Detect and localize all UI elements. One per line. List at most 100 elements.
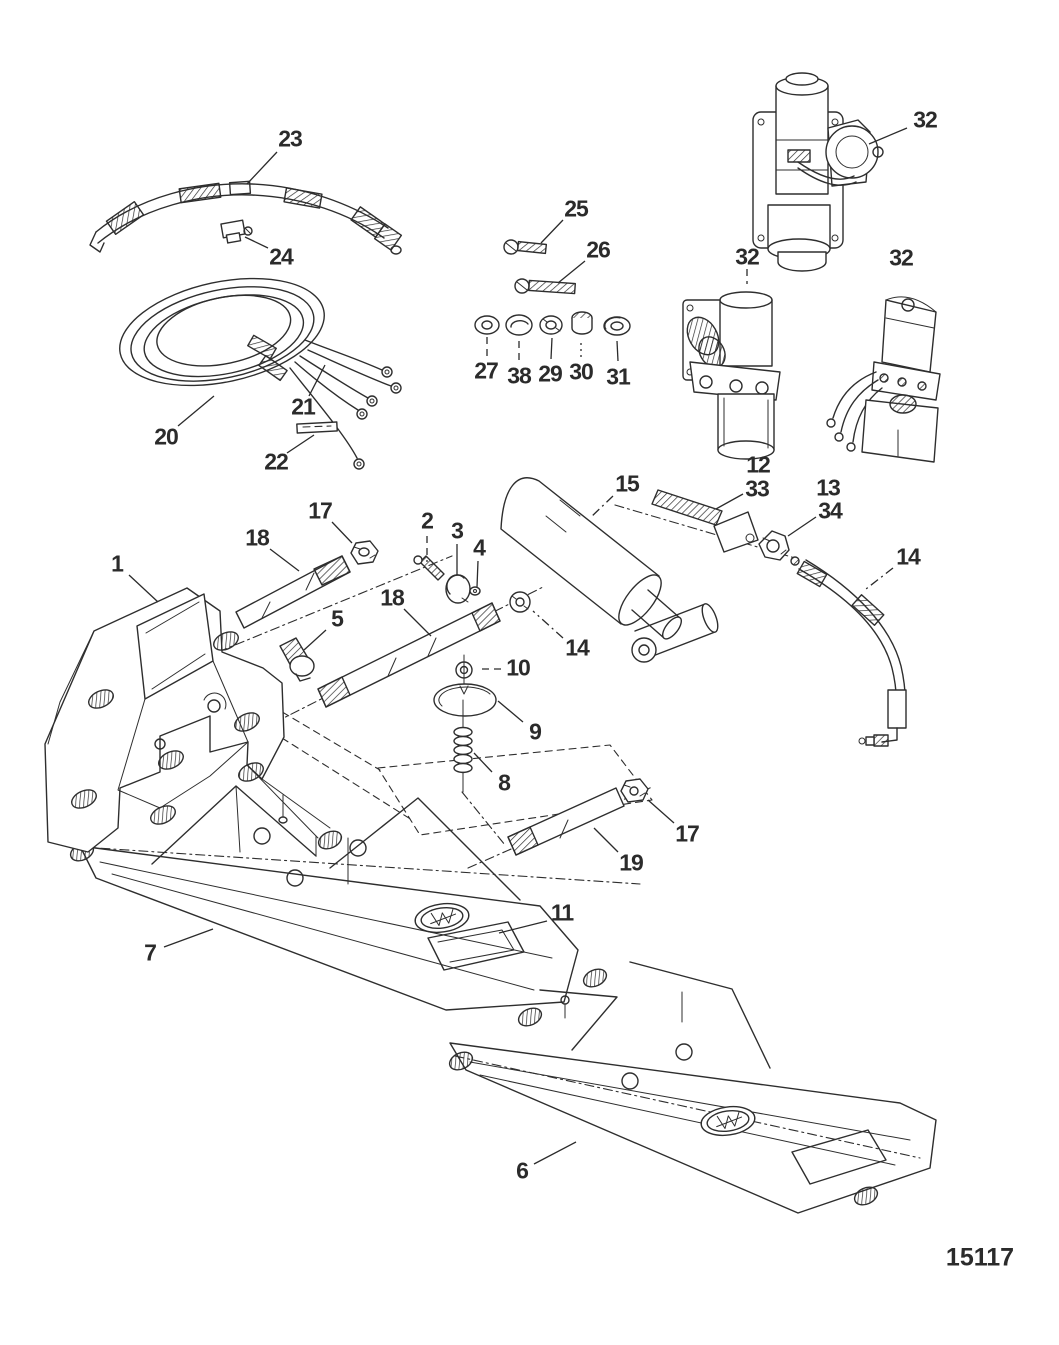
part-trim-cylinder bbox=[500, 477, 719, 663]
part-callout-27: 27 bbox=[474, 357, 499, 384]
part-trim-pump-a bbox=[752, 72, 884, 272]
part-small-washer bbox=[469, 586, 481, 596]
part-screw-25 bbox=[503, 239, 548, 255]
part-fitting bbox=[651, 489, 759, 553]
part-callout-7: 7 bbox=[144, 939, 157, 966]
part-tilt-pin-lower bbox=[317, 602, 501, 708]
leader-line-21 bbox=[308, 364, 326, 397]
leader-line-26 bbox=[557, 260, 586, 284]
part-callout-19: 19 bbox=[619, 849, 644, 876]
figure-number: 15117 bbox=[945, 1243, 1015, 1272]
part-callout-30: 30 bbox=[569, 358, 594, 385]
leader-line-31 bbox=[616, 340, 619, 362]
part-flare-nut-mid bbox=[509, 591, 531, 613]
leader-line-25 bbox=[540, 219, 564, 244]
part-callout-22: 22 bbox=[264, 448, 289, 475]
sender-recess bbox=[791, 1129, 887, 1185]
part-callout-25: 25 bbox=[564, 195, 589, 222]
sender-recess bbox=[427, 921, 525, 971]
leader-line-5 bbox=[303, 629, 327, 651]
part-screw-26 bbox=[514, 278, 576, 295]
part-callout-21: 21 bbox=[291, 393, 316, 420]
part-tilt-pin-upper bbox=[235, 555, 351, 629]
part-callout-13: 13 bbox=[816, 474, 841, 501]
leader-line-34 bbox=[787, 516, 817, 537]
part-washer-27 bbox=[474, 315, 500, 335]
part-hose-right bbox=[790, 556, 907, 747]
part-callout-32: 32 bbox=[735, 243, 760, 270]
part-callout-14: 14 bbox=[896, 543, 921, 570]
mercury-logo bbox=[700, 1105, 756, 1137]
gusset bbox=[539, 989, 618, 1051]
leader-line-15 bbox=[589, 495, 614, 519]
leader-line-20 bbox=[177, 395, 215, 427]
part-callout-17: 17 bbox=[675, 820, 700, 847]
part-callout-18: 18 bbox=[380, 584, 405, 611]
leader-line-32 bbox=[868, 127, 908, 145]
part-callout-33: 33 bbox=[745, 475, 770, 502]
part-callout-10: 10 bbox=[506, 654, 531, 681]
part-callout-32: 32 bbox=[913, 106, 938, 133]
part-callout-5: 5 bbox=[331, 605, 344, 632]
leader-line-4 bbox=[476, 560, 479, 588]
part-locknut-30 bbox=[571, 311, 593, 335]
part-trim-pump-b bbox=[682, 291, 781, 460]
leader-line-22 bbox=[286, 434, 315, 454]
gusset bbox=[629, 961, 771, 1069]
part-screw-2 bbox=[413, 555, 445, 581]
part-washer-plate bbox=[433, 654, 497, 717]
part-trim-pump-c bbox=[826, 296, 941, 463]
leader-line-14 bbox=[865, 567, 894, 590]
part-nut-upper bbox=[350, 540, 379, 565]
part-pivot-pin bbox=[507, 787, 625, 856]
part-anchor-bracket bbox=[44, 587, 343, 853]
leader-line-1 bbox=[128, 574, 159, 603]
part-coiled-hose bbox=[119, 277, 325, 387]
part-flare-nut bbox=[758, 530, 790, 561]
leader-line-19 bbox=[593, 827, 619, 853]
leader-line-24 bbox=[244, 236, 269, 249]
part-callout-9: 9 bbox=[529, 718, 542, 745]
leader-line-17 bbox=[331, 521, 353, 544]
part-callout-15: 15 bbox=[615, 470, 640, 497]
part-callout-2: 2 bbox=[421, 507, 434, 534]
part-callout-12: 12 bbox=[746, 451, 771, 478]
part-washer-31 bbox=[603, 316, 631, 336]
leader-line-6 bbox=[533, 1141, 577, 1165]
part-callout-1: 1 bbox=[111, 550, 124, 577]
part-callout-8: 8 bbox=[498, 769, 511, 796]
part-callout-31: 31 bbox=[606, 363, 631, 390]
leader-line-33 bbox=[715, 493, 744, 510]
part-callout-24: 24 bbox=[269, 243, 294, 270]
part-clamp bbox=[220, 219, 253, 244]
part-callout-6: 6 bbox=[516, 1157, 529, 1184]
part-callout-4: 4 bbox=[473, 534, 486, 561]
leader-line-8 bbox=[473, 752, 493, 773]
leader-line-18 bbox=[403, 608, 432, 637]
part-callout-32: 32 bbox=[889, 244, 914, 271]
part-hose-assembly bbox=[89, 180, 403, 255]
part-nut-lower bbox=[620, 778, 649, 803]
part-callout-29: 29 bbox=[538, 360, 563, 387]
part-callout-3: 3 bbox=[451, 517, 464, 544]
part-callout-23: 23 bbox=[278, 125, 303, 152]
leader-line-17 bbox=[647, 799, 675, 824]
part-callout-14: 14 bbox=[565, 634, 590, 661]
part-transom-plate-upper bbox=[69, 785, 641, 1011]
leader-line-23 bbox=[246, 151, 278, 185]
part-washer-38 bbox=[505, 314, 533, 336]
part-washer-29 bbox=[539, 315, 563, 335]
part-callout-34: 34 bbox=[818, 497, 843, 524]
leader-line-14 bbox=[532, 610, 564, 639]
leader-line-9 bbox=[497, 700, 524, 723]
leader-line-7 bbox=[163, 928, 214, 948]
gusset bbox=[329, 797, 521, 901]
part-spring bbox=[453, 699, 473, 793]
part-callout-11: 11 bbox=[550, 899, 574, 926]
part-splice-connector bbox=[296, 421, 338, 434]
mercury-logo bbox=[414, 902, 470, 934]
part-callout-17: 17 bbox=[308, 497, 333, 524]
